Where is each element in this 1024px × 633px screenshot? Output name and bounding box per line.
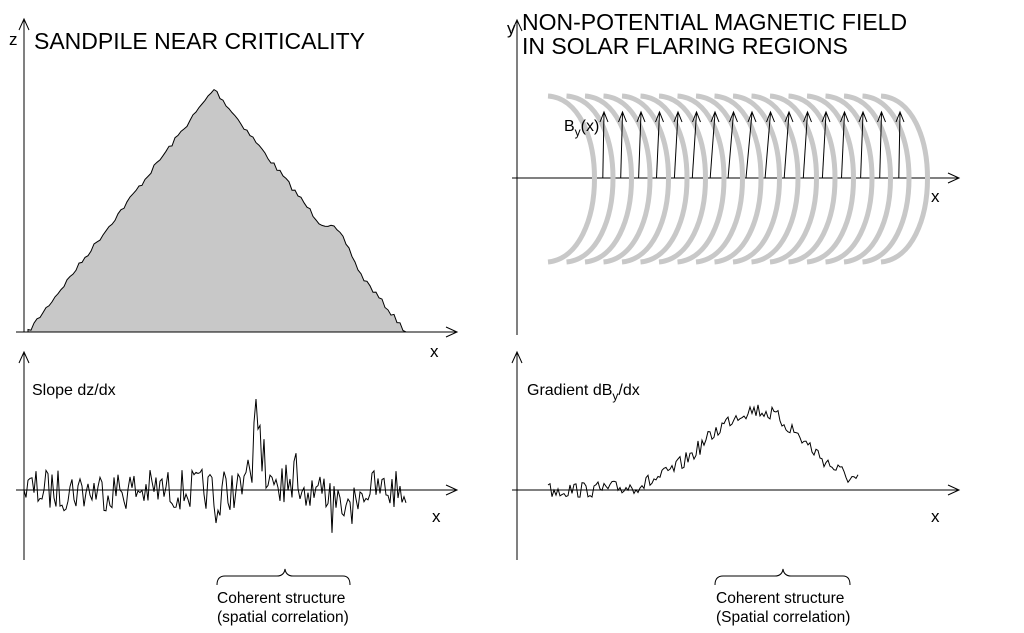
- magnetic-title-line1: NON-POTENTIAL MAGNETIC FIELD: [522, 9, 907, 35]
- field-vector: [620, 112, 623, 179]
- field-line: [621, 93, 671, 265]
- field-line: [732, 93, 782, 265]
- field-vector-arrowhead: [655, 110, 664, 123]
- field-vector: [602, 112, 605, 179]
- x-axis-label-bottom-left: x: [432, 507, 441, 526]
- field-vector-arrowhead: [895, 110, 905, 123]
- field-vector: [841, 112, 845, 179]
- field-line: [658, 93, 708, 265]
- field-vector-arrowhead: [840, 110, 849, 123]
- field-line: [825, 93, 875, 265]
- field-vector: [764, 112, 771, 179]
- field-vector-arrowhead: [636, 110, 646, 123]
- field-vector-arrowhead: [710, 110, 720, 123]
- sandpile-profile: [27, 88, 407, 333]
- field-vector: [727, 112, 734, 179]
- field-vector: [673, 112, 679, 179]
- field-vector: [879, 112, 882, 179]
- caption-left-line1: Coherent structure: [217, 590, 345, 607]
- field-vector-arrowhead: [618, 110, 627, 123]
- field-vector-arrowhead: [877, 110, 886, 123]
- sandpile-title: SANDPILE NEAR CRITICALITY: [34, 28, 365, 54]
- field-line: [788, 93, 838, 265]
- coherent-structure-brace-right: [714, 568, 851, 586]
- field-line: [806, 93, 856, 265]
- sandpile-panel: z SANDPILE NEAR CRITICALITY x: [9, 17, 459, 361]
- field-line: [566, 93, 616, 265]
- caption-left-line2: (spatial correlation): [217, 609, 349, 626]
- field-vector: [898, 112, 901, 179]
- field-vector: [709, 112, 716, 179]
- magnetic-field-panel: y NON-POTENTIAL MAGNETIC FIELD IN SOLAR …: [507, 9, 961, 335]
- gradient-y-axis-arrowhead: [511, 350, 523, 364]
- slope-panel: Slope dz/dx x Coherent structure (spatia…: [16, 350, 459, 626]
- field-vector-arrowhead: [692, 110, 701, 123]
- field-vector: [860, 112, 864, 179]
- slope-x-axis-arrowhead: [445, 484, 459, 496]
- coherent-structure-brace-left: [216, 568, 351, 586]
- field-lines: [547, 93, 930, 265]
- field-vector-arrowhead: [784, 110, 794, 123]
- field-vector-arrowhead: [599, 110, 609, 123]
- x-axis-label-top-right: x: [931, 187, 940, 206]
- field-line: [584, 93, 634, 265]
- field-vector: [821, 112, 827, 179]
- field-label-arg: (x): [581, 118, 600, 135]
- gradient-label-main: Gradient dB: [527, 382, 612, 399]
- slope-label: Slope dz/dx: [32, 382, 116, 399]
- field-label-sub: y: [575, 125, 581, 139]
- field-line: [843, 93, 893, 265]
- gradient-label: Gradient dBy/dx: [527, 382, 640, 403]
- field-line: [862, 93, 912, 265]
- field-line: [547, 93, 597, 265]
- field-line: [677, 93, 727, 265]
- field-line: [769, 93, 819, 265]
- field-label-main: B: [564, 118, 575, 135]
- field-vector-arrowhead: [858, 110, 868, 123]
- slope-y-axis-arrowhead: [18, 350, 30, 364]
- field-vector-arrowhead: [729, 110, 738, 123]
- field-vector-arrowhead: [803, 110, 812, 123]
- field-vectors: [599, 110, 905, 179]
- field-label: By(x): [564, 118, 599, 139]
- y-axis-arrowhead: [511, 18, 523, 32]
- y-axis-label: y: [507, 19, 516, 38]
- field-vector-arrowhead: [673, 110, 683, 123]
- gradient-label-tail: /dx: [618, 382, 639, 399]
- field-vector: [802, 112, 808, 179]
- caption-right-line2: (Spatial correlation): [716, 609, 850, 626]
- gradient-trace: [547, 404, 859, 498]
- field-line: [714, 93, 764, 265]
- field-vector-arrowhead: [766, 110, 775, 123]
- field-vector: [638, 112, 642, 179]
- field-line: [880, 93, 930, 265]
- field-vector: [656, 112, 660, 179]
- gradient-label-sub: y: [612, 389, 618, 403]
- field-line: [751, 93, 801, 265]
- magnetic-title-line2: IN SOLAR FLARING REGIONS: [522, 33, 848, 59]
- field-vector-arrowhead: [821, 110, 831, 123]
- field-vector: [783, 112, 790, 179]
- gradient-panel: Gradient dBy/dx x Coherent structure (Sp…: [511, 350, 961, 626]
- caption-right-line1: Coherent structure: [716, 590, 844, 607]
- z-axis-arrowhead: [18, 17, 30, 31]
- field-vector: [745, 112, 753, 179]
- z-axis-label: z: [9, 30, 18, 49]
- field-line: [695, 93, 745, 265]
- x-axis-label-top-left: x: [430, 342, 439, 361]
- gradient-x-axis-arrowhead: [947, 484, 961, 496]
- x-axis-arrowhead: [445, 326, 459, 338]
- field-vector-arrowhead: [747, 110, 757, 123]
- field-vector: [691, 112, 697, 179]
- x-axis-label-bottom-right: x: [931, 507, 940, 526]
- slope-trace: [23, 398, 407, 533]
- field-line: [640, 93, 690, 265]
- x-axis-top-right-arrowhead: [947, 172, 961, 184]
- field-line: [603, 93, 653, 265]
